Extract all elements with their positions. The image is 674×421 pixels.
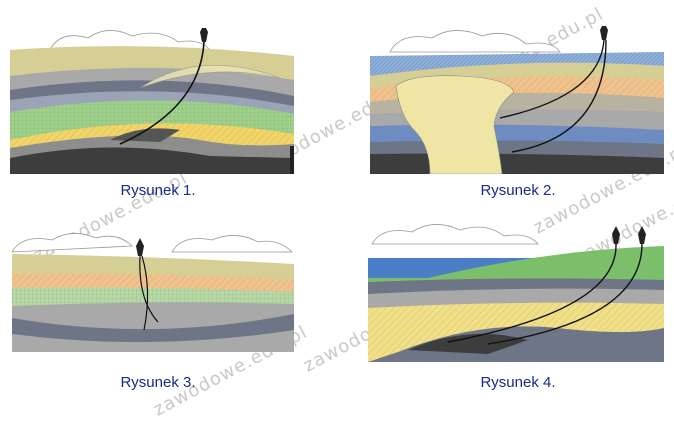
drill-path [141, 255, 149, 331]
drill-path [119, 41, 205, 145]
drill-rig-icon [200, 28, 208, 42]
figure-2-salt-dome-trap [370, 26, 664, 174]
drill-rig-icon [600, 26, 608, 40]
drill-path [139, 255, 159, 323]
drill-path [511, 39, 607, 153]
salt-dome [395, 75, 515, 174]
cloud [371, 224, 539, 245]
cloud [12, 233, 133, 253]
gas-cap [139, 64, 281, 89]
drill-path [487, 243, 643, 345]
caption-figure-2: Rysunek 2. [480, 182, 556, 199]
caption-figure-3: Rysunek 3. [120, 374, 196, 391]
drill-path [499, 39, 605, 119]
oil-reservoir [110, 128, 180, 142]
figure-4-illustration [368, 224, 664, 362]
oil-reservoir [408, 333, 528, 354]
caption-figure-4: Rysunek 4. [480, 374, 556, 391]
cloud [171, 235, 293, 253]
figure-3-syncline-trap [12, 230, 294, 352]
cloud [389, 30, 561, 53]
figure-2-illustration [370, 26, 664, 174]
figure-4-fault-trap [368, 220, 664, 362]
drill-rig-icon [612, 226, 620, 244]
figure-3-illustration [12, 233, 294, 352]
drill-rig-icon [136, 238, 144, 256]
cloud [49, 30, 211, 51]
figure-1-illustration [10, 28, 294, 174]
caption-figure-1: Rysunek 1. [120, 182, 196, 199]
drill-rig-icon [638, 226, 646, 244]
drill-path [447, 243, 617, 343]
figure-1-anticline-trap [10, 28, 294, 174]
